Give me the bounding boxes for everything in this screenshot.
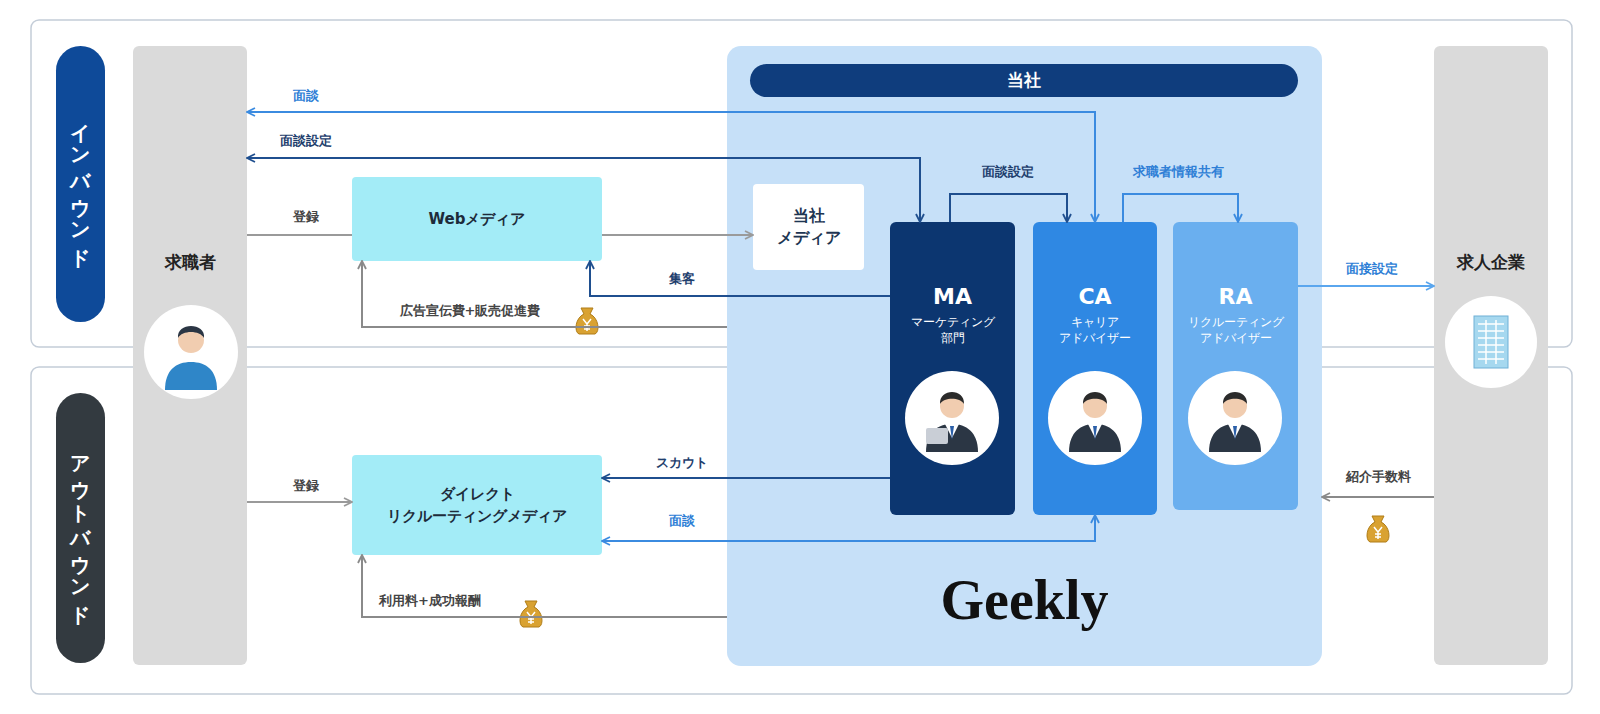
avatar-head (178, 327, 204, 353)
department-name: キャリア アドバイザー (1043, 314, 1147, 346)
media-box: Webメディア (352, 177, 602, 261)
avatar-hair (178, 326, 204, 338)
edge-label: 登録 (293, 477, 319, 495)
flow-arrow (1298, 285, 1434, 287)
avatar-circle (144, 305, 238, 399)
edge-label: 紹介手数料 (1346, 468, 1411, 486)
avatar-body (165, 362, 217, 390)
actor-name: 求人企業 (1457, 251, 1525, 274)
actor-column: 求人企業 (1434, 46, 1548, 665)
edge-label: 広告宣伝費+販売促進費 (400, 302, 541, 320)
flow-arrow (362, 261, 727, 327)
laptop-symbol (926, 428, 948, 444)
edge-label: 登録 (293, 208, 319, 226)
flow-arrow (1322, 496, 1434, 498)
flow-arrow (602, 234, 753, 236)
avatar-circle (905, 371, 999, 465)
edge-label: スカウト (656, 454, 708, 472)
media-name: ダイレクト リクルーティングメディア (362, 483, 592, 528)
flow-arrow (247, 501, 352, 503)
actor-column: 求職者 (133, 46, 247, 665)
edge-label: 面談設定 (280, 132, 332, 150)
department-box: RA リクルーティング アドバイザー (1173, 222, 1298, 510)
edge-label: 面談 (293, 87, 319, 105)
department-code: MA (933, 284, 972, 310)
company-panel: 当社 Geekly 当社 メディア MA マーケティング 部門 CA キャリア アドバイザー… (727, 46, 1322, 666)
company-logo: Geekly (727, 570, 1322, 630)
seeker-avatar (144, 305, 238, 399)
money-bag-icon (520, 601, 542, 627)
department-name: マーケティング 部門 (901, 314, 1005, 346)
flow-arrow (590, 261, 890, 296)
avatar-circle (1048, 371, 1142, 465)
flow-arrow (602, 477, 890, 479)
building-symbol (1474, 316, 1508, 368)
flow-arrow (247, 158, 920, 222)
inbound-band-label: インバウンド (56, 46, 105, 322)
flow-arrow (247, 234, 352, 236)
department-code: RA (1219, 284, 1253, 310)
staff-figure (926, 392, 978, 452)
building-windows (1478, 320, 1504, 364)
edge-label: 面談 (669, 512, 695, 530)
panel-header: 当社 (750, 64, 1298, 97)
company-icon (1445, 296, 1537, 388)
department-code: CA (1078, 284, 1111, 310)
band-label: アウトバウンド (67, 441, 94, 616)
edge-label: 利用料+成功報酬 (379, 592, 481, 610)
flow-arrow (247, 112, 1095, 222)
media-name: 当社 メディア (769, 205, 849, 248)
edge-label: 集客 (669, 270, 695, 288)
flow-arrow (950, 194, 1067, 222)
flow-arrow (602, 515, 1095, 541)
department-box: MA マーケティング 部門 (890, 222, 1015, 515)
staff-figure (1209, 392, 1261, 452)
edge-label: 面接設定 (1346, 260, 1398, 278)
department-box: CA キャリア アドバイザー (1033, 222, 1157, 515)
media-name: Webメディア (362, 208, 592, 231)
staff-figure (1069, 392, 1121, 452)
outbound-band-label: アウトバウンド (56, 393, 105, 663)
department-name: リクルーティング アドバイザー (1184, 314, 1288, 346)
money-bag-icon (1367, 516, 1389, 542)
flow-arrow (362, 555, 727, 617)
band-label: インバウンド (67, 109, 94, 259)
icon-circle (1445, 296, 1537, 388)
flow-arrow (1123, 194, 1238, 222)
avatar-circle (1188, 371, 1282, 465)
media-box: ダイレクト リクルーティングメディア (352, 455, 602, 555)
money-bag-icon (576, 308, 598, 334)
actor-name: 求職者 (165, 251, 216, 274)
owned-media-box: 当社 メディア (753, 184, 864, 270)
